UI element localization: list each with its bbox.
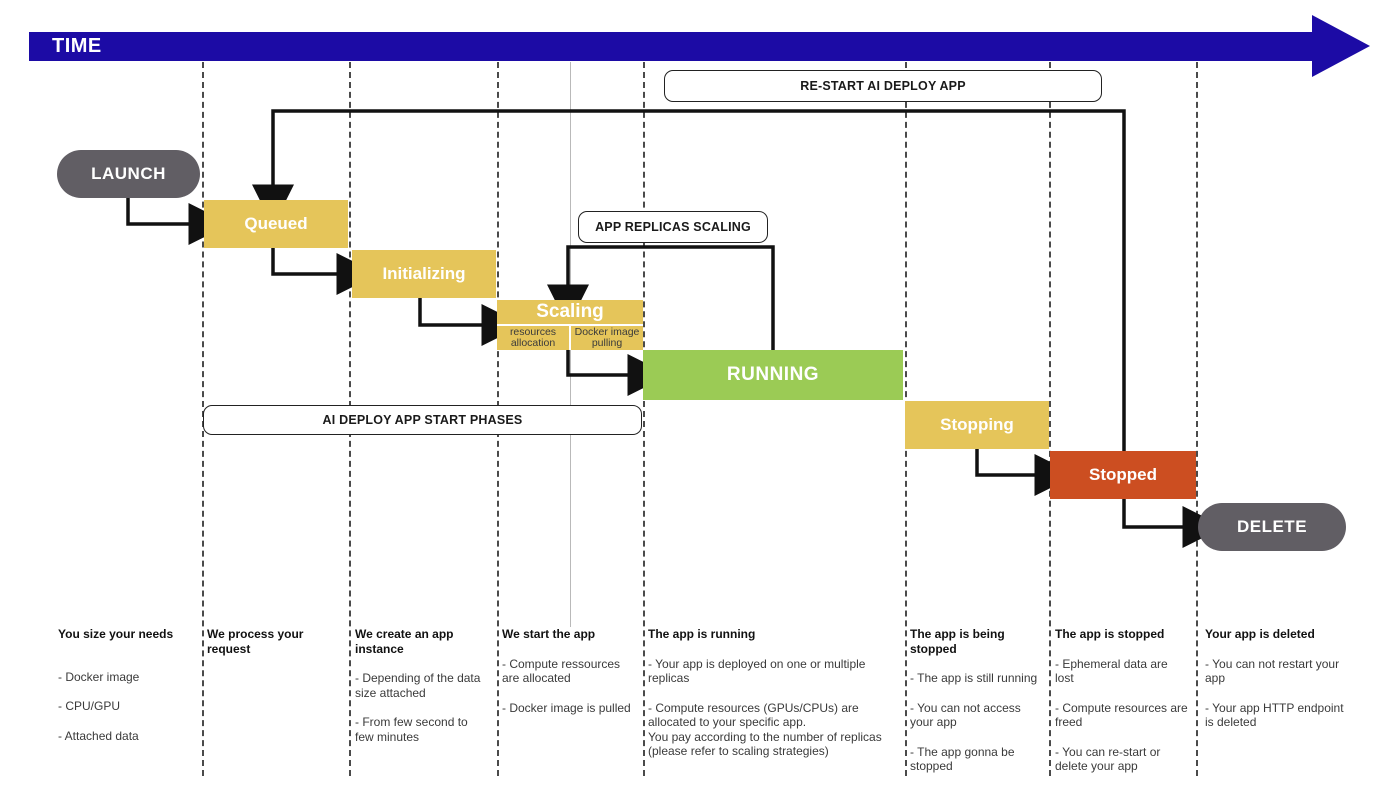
arrow-stopping-to-stopped [975,449,1077,496]
time-axis-label: TIME [52,35,102,57]
start-phases-label: AI DEPLOY APP START PHASES [203,405,642,435]
column-being-stopped: The app is being stopped - The app is st… [910,627,1040,788]
column-process-request: We process your request [207,627,332,671]
state-stopping-label: Stopping [940,415,1014,434]
arrow-queued-to-initializing [271,248,379,295]
column-item: - Compute ressources are allocated [502,656,621,686]
column-guide-4 [643,62,645,776]
column-app-stopped: The app is stopped - Ephemeral data are … [1055,627,1189,788]
column-title: We process your request [207,627,304,656]
column-title: The app is being stopped [910,627,1005,656]
column-title: We start the app [502,627,596,641]
state-running: RUNNING [643,350,903,400]
column-item: - You can not restart your app [1205,656,1340,686]
column-item: - Docker image [58,669,140,684]
column-size-needs: You size your needs - Docker image - CPU… [58,627,190,758]
arrow-stopped-to-delete [1122,499,1225,548]
replicas-scaling-label: APP REPLICAS SCALING [578,211,768,243]
column-start-app: We start the app - Compute ressources ar… [502,627,635,730]
arrow-restart-loop [252,109,1126,451]
column-guide-6 [1049,62,1051,776]
state-running-label: RUNNING [726,364,820,385]
state-stopped: Stopped [1050,451,1196,499]
state-initializing-label: Initializing [382,264,466,283]
column-item: - Your app HTTP endpoint is deleted [1205,700,1344,730]
state-stopping: Stopping [905,401,1049,449]
column-item: - Ephemeral data are lost [1055,656,1168,686]
state-scaling: Scaling resources allocation Docker imag… [497,300,643,350]
column-create-instance: We create an app instance - Depending of… [355,627,488,759]
column-item: - From few second to few minutes [355,715,468,744]
restart-loop-label: RE-START AI DEPLOY APP [664,70,1102,102]
scaling-subphase-docker: Docker image pulling [571,326,643,350]
column-item: - The app gonna be stopped [910,744,1015,774]
column-item: - Docker image is pulled [502,700,631,715]
column-title: The app is running [648,627,756,641]
column-title: The app is stopped [1055,627,1165,641]
launch-pill-label: LAUNCH [91,164,166,183]
state-initializing: Initializing [352,250,496,298]
column-title: You size your needs [58,627,174,641]
time-arrowhead-icon [1312,15,1370,77]
column-item: - You can re-start or delete your app [1055,744,1161,774]
state-scaling-title: Scaling [497,300,643,326]
arrow-replicas-loop [547,245,775,350]
scaling-subphase-resources: resources allocation [497,326,571,350]
column-title: Your app is deleted [1205,627,1315,641]
state-queued-label: Queued [244,214,308,233]
column-app-running: The app is running - Your app is deploye… [648,627,896,774]
state-queued: Queued [204,200,348,248]
column-app-deleted: Your app is deleted - You can not restar… [1205,627,1347,745]
column-item: - Your app is deployed on one or multipl… [648,656,866,686]
column-item: - Compute resources are freed [1055,700,1188,730]
column-item: - Attached data [58,728,139,743]
arrow-scaling-to-running [566,350,670,396]
column-title: We create an app instance [355,627,454,656]
launch-pill: LAUNCH [57,150,200,198]
column-item: - Depending of the data size attached [355,671,481,700]
state-stopped-label: Stopped [1089,465,1157,484]
delete-pill-label: DELETE [1236,517,1308,536]
time-axis-bar: TIME [29,32,1312,61]
arrow-initializing-to-scaling [418,298,524,346]
column-item: - You can not access your app [910,700,1021,730]
delete-pill: DELETE [1198,503,1346,551]
column-guide-7 [1196,62,1198,776]
column-item: - Compute resources (GPUs/CPUs) are allo… [648,700,882,759]
column-item: - The app is still running [910,671,1038,685]
arrow-launch-to-queued [126,198,231,245]
column-item: - CPU/GPU [58,699,121,713]
